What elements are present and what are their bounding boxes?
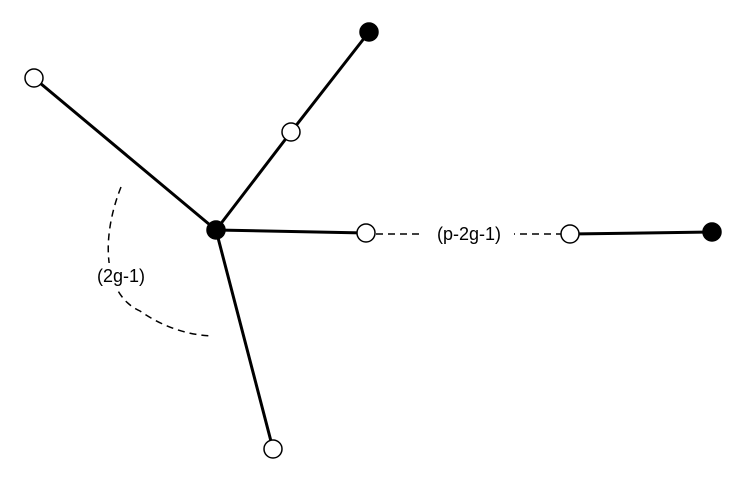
node-right-end — [702, 222, 722, 242]
edge-chain-to-end — [568, 230, 714, 236]
chain-count-label: (p-2g-1) — [437, 224, 501, 244]
edge-center-to-bottom — [214, 228, 275, 451]
edge-center-to-upper-left — [32, 76, 218, 232]
edge-upper-middle-to-top — [289, 30, 371, 134]
chain-label-background — [424, 221, 514, 247]
node-bottom — [263, 439, 283, 459]
edge-center-to-right — [214, 228, 368, 235]
node-upper-left — [24, 68, 44, 88]
node-center — [206, 220, 226, 240]
node-upper-middle — [281, 122, 301, 142]
arc-label-background — [84, 263, 158, 289]
arc-count-label: (2g-1) — [97, 266, 145, 286]
node-chain-start — [356, 223, 376, 243]
node-chain-end — [560, 224, 580, 244]
repetition-arc — [107, 186, 213, 337]
node-top — [359, 22, 379, 42]
edge-center-to-upper-middle — [214, 130, 293, 232]
